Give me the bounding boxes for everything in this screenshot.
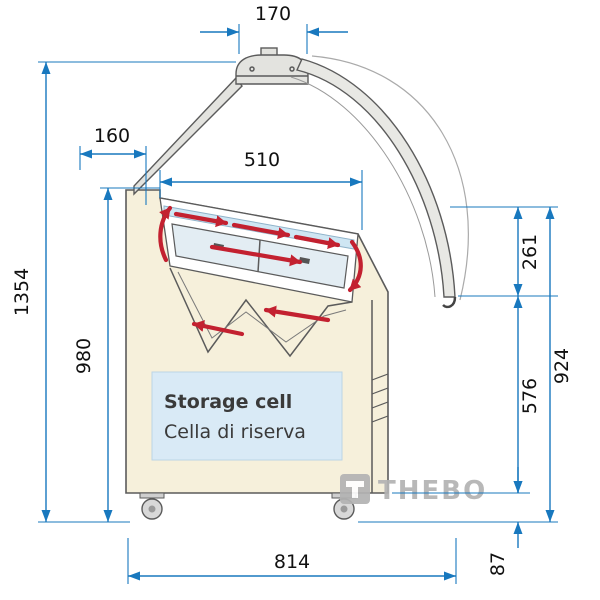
storage-cell-label-it: Cella di riserva [164, 421, 306, 443]
glass-inner-pane [290, 76, 436, 298]
brand-name: THEBO [378, 476, 487, 506]
dim-total-height-label: 1354 [11, 268, 33, 316]
dim-opening-width-label: 510 [244, 149, 280, 171]
airflow-arrow-top-3 [293, 234, 341, 250]
rear-panel [133, 76, 243, 196]
dim-front-total-height: 924 [545, 207, 573, 522]
airflow-arrow-bottom-1 [263, 305, 331, 323]
display-case: Storage cell Cella di riserva [125, 47, 469, 520]
dim-caster-height-label: 87 [487, 552, 509, 576]
dim-top-width-label: 170 [255, 3, 291, 25]
dim-total-depth-label: 814 [274, 551, 310, 573]
front-grille [371, 373, 389, 423]
dim-glass-height: 261 [513, 207, 541, 296]
brand-logo: THEBO [340, 474, 487, 506]
dim-lower-front-height-label: 576 [519, 378, 541, 414]
dim-total-height: 1354 [11, 61, 236, 523]
airflow-arrow-bottom-2 [191, 320, 245, 337]
dim-body-height: 980 [73, 187, 160, 522]
airflow-arrows [158, 205, 363, 337]
dim-caster-height: 87 [487, 467, 523, 576]
airflow-arrow-mid [209, 244, 303, 267]
dim-rear-offset-label: 160 [94, 125, 130, 147]
airflow-arrow-rear-up [158, 205, 173, 263]
storage-cell-area [151, 371, 343, 461]
glass-swing-path [311, 55, 469, 301]
dim-total-depth: 814 [127, 538, 457, 584]
glass-handle [442, 296, 457, 309]
curved-glass [296, 58, 456, 298]
dim-glass-height-label: 261 [519, 234, 541, 270]
dim-opening-width: 510 [159, 149, 363, 230]
airflow-arrow-front-down [347, 239, 363, 293]
dim-top-width: 170 [200, 3, 348, 54]
dim-rear-offset: 160 [79, 125, 147, 205]
dimensions: 170 160 510 1354 980 [11, 3, 573, 584]
caster-rear [139, 492, 165, 520]
dim-body-height-label: 980 [73, 338, 95, 374]
airflow-arrow-top-2 [231, 222, 291, 240]
dim-front-total-height-label: 924 [551, 348, 573, 384]
dim-lower-front-height: 576 [513, 296, 541, 493]
brand-logo-t-glyph [346, 481, 364, 498]
cap-screw-right [289, 66, 295, 72]
storage-cell-label-en: Storage cell [164, 391, 292, 413]
airflow-arrow-top-1 [173, 211, 229, 228]
cap-screw-left [249, 66, 255, 72]
